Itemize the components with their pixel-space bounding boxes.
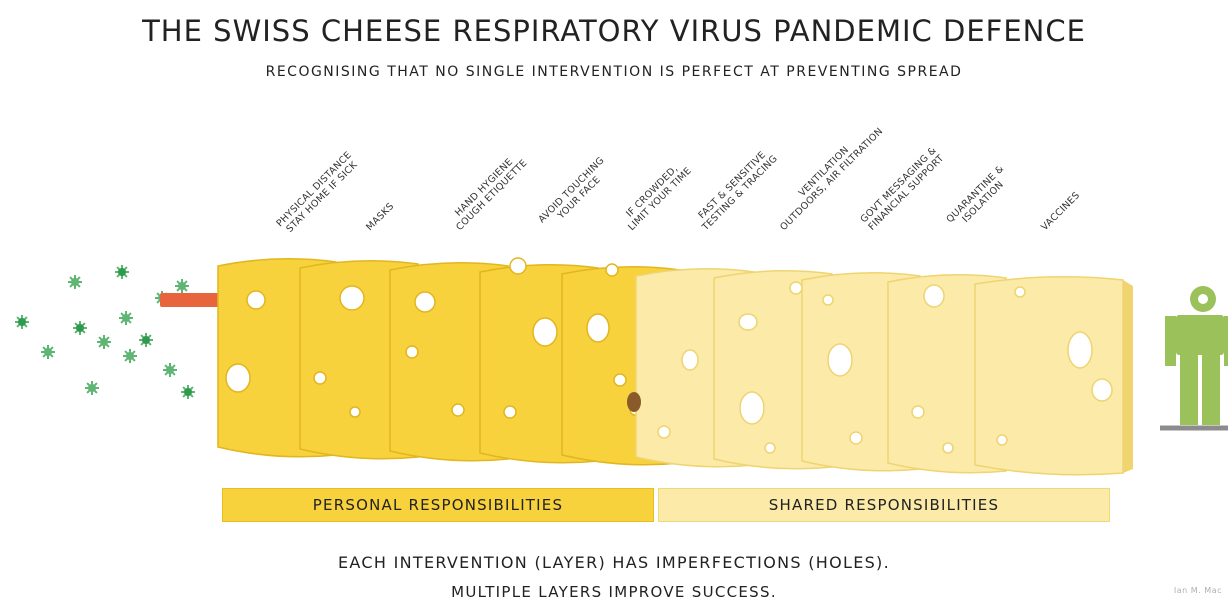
cheese-slices	[218, 258, 1133, 475]
personal-responsibilities-bar: Personal responsibilities	[222, 488, 654, 522]
layer-label-wrap: Fast & sensitive testing & tracing	[708, 232, 709, 233]
virus-particle	[181, 385, 195, 399]
layer-label-wrap: Govt messaging & financial support	[874, 232, 875, 233]
layer-label-wrap: If crowded, limit your time	[634, 232, 635, 233]
layer-label-wrap: Masks	[372, 232, 373, 233]
virus-particle	[123, 349, 137, 363]
layer-label-wrap: Quarantine & isolation	[960, 232, 961, 233]
layer-label-wrap: Vaccines	[1047, 232, 1048, 233]
footer-line-2: Multiple layers improve success.	[0, 583, 1228, 601]
person-icon	[1160, 286, 1228, 428]
shared-responsibilities-bar: Shared responsibilities	[658, 488, 1110, 522]
virus-particle	[41, 345, 55, 359]
virus-particle	[97, 335, 111, 349]
virus-particle	[85, 381, 99, 395]
virus-particle	[115, 265, 129, 279]
artist-signature: Ian M. Mac	[1174, 586, 1222, 595]
footer-line-1: Each intervention (layer) has imperfecti…	[0, 553, 1228, 572]
layer-label-wrap: Avoid touching your face	[552, 232, 553, 233]
virus-particle	[15, 315, 29, 329]
layer-label-wrap: Hand hygiene Cough etiquette	[462, 232, 463, 233]
virus-particle	[73, 321, 87, 335]
layer-label-wrap: Physical distance Stay home if sick	[290, 236, 291, 237]
virus-particle	[119, 311, 133, 325]
layer-label-wrap: Ventilation outdoors, air filtration	[786, 232, 787, 233]
bite-mark	[627, 392, 641, 412]
virus-particle	[68, 275, 82, 289]
virus-particle	[163, 363, 177, 377]
virus-particle	[139, 333, 153, 347]
cheese-slice-10	[975, 277, 1133, 475]
virus-particle	[175, 279, 189, 293]
